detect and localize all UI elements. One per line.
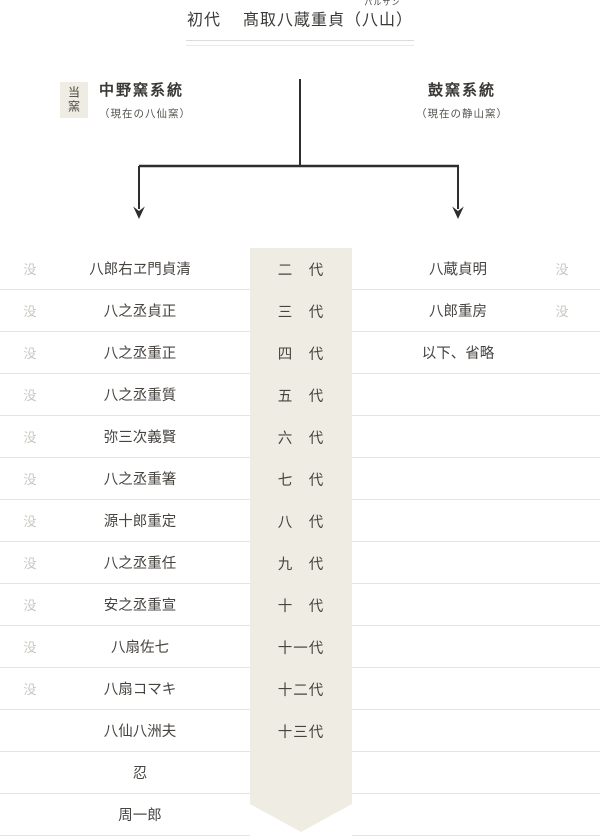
alias-furigana: パルサン — [364, 0, 401, 7]
table-row: 忍 — [0, 752, 600, 794]
table-row: 没 安之丞重宣 十 代 — [0, 584, 600, 626]
generation-label: 三 代 — [277, 304, 325, 321]
deceased-mark: 没 — [23, 598, 37, 613]
lineage-connector-lines — [133, 79, 464, 219]
current-kiln-badge: 当窯 — [60, 82, 88, 118]
left-name: 八之丞重正 — [103, 346, 177, 362]
branch-tsuzumi: 鼓窯系統 （現在の静山窯） — [402, 82, 522, 121]
title-generation-prefix: 初代 — [186, 12, 221, 29]
down-arrow-icon — [133, 206, 145, 219]
table-row: 没 八之丞重質 五 代 — [0, 374, 600, 416]
table-row: 没 弥三次義賢 六 代 — [0, 416, 600, 458]
table-row: 没 八郎右ヱ門貞清 二 代 八蔵貞明 没 — [0, 248, 600, 290]
branch-tsuzumi-subtitle: （現在の静山窯） — [416, 109, 508, 120]
page-title: 初代髙取八蔵重貞パルサン（八山） — [0, 0, 600, 30]
deceased-mark: 没 — [23, 472, 37, 487]
right-name: 八郎重房 — [429, 304, 487, 320]
left-name: 忍 — [132, 766, 148, 782]
branch-nakano-subtitle: （現在の八仙窯） — [99, 109, 191, 120]
deceased-mark: 没 — [23, 514, 37, 529]
generation-label: 九 代 — [277, 556, 325, 573]
generation-label: 七 代 — [277, 472, 325, 489]
table-row: 没 八之丞重正 四 代 以下、省略 — [0, 332, 600, 374]
left-name: 八之丞貞正 — [103, 304, 177, 320]
left-name: 周一郎 — [118, 808, 162, 824]
table-row: 周一郎 — [0, 794, 600, 836]
left-name: 八之丞重任 — [103, 556, 177, 572]
alias-paren-open: （ — [344, 12, 362, 29]
deceased-mark: 没 — [23, 262, 37, 277]
deceased-mark: 没 — [23, 640, 37, 655]
table-row: 没 八之丞貞正 三 代 八郎重房 没 — [0, 290, 600, 332]
table-row: 没 八扇佐七 十一代 — [0, 626, 600, 668]
generation-label — [250, 794, 352, 836]
deceased-mark: 没 — [23, 346, 37, 361]
down-arrow-icon — [452, 206, 464, 219]
left-name: 八之丞重箸 — [103, 472, 177, 488]
branch-nakano-title: 中野窯系統 — [99, 83, 185, 99]
table-row: 没 八扇コマキ 十二代 — [0, 668, 600, 710]
generation-label: 十二代 — [277, 682, 325, 699]
title-divider — [186, 40, 414, 46]
left-name: 弥三次義賢 — [103, 430, 177, 446]
alias-paren-close: ） — [396, 12, 414, 29]
table-row: 没 八之丞重任 九 代 — [0, 542, 600, 584]
right-name: 以下、省略 — [421, 346, 495, 362]
left-name: 安之丞重宣 — [103, 598, 177, 614]
generation-column-ribbon — [250, 248, 352, 832]
right-name: 八蔵貞明 — [429, 262, 487, 278]
deceased-mark: 没 — [23, 556, 37, 571]
generation-label: 八 代 — [277, 514, 325, 531]
alias-text: 八山 — [362, 12, 397, 29]
generation-label: 六 代 — [277, 430, 325, 447]
deceased-mark: 没 — [23, 682, 37, 697]
generation-label: 四 代 — [277, 346, 325, 363]
left-name: 八郎右ヱ門貞清 — [89, 262, 191, 278]
branch-nakano: 当窯 中野窯系統 （現在の八仙窯） — [60, 82, 191, 121]
generation-label: 十 代 — [277, 598, 325, 615]
left-name: 八仙八洲夫 — [103, 724, 177, 740]
generation-label: 十一代 — [277, 640, 325, 657]
founder-name: 髙取八蔵重貞 — [242, 12, 345, 29]
founder-alias: パルサン（八山） — [344, 0, 414, 30]
lineage-table: 没八郎右ヱ門貞清 二 代 八蔵貞明没 没八之丞貞正 三 代 八郎重房没 没八之丞… — [0, 248, 600, 836]
deceased-mark: 没 — [555, 304, 569, 319]
left-name: 八扇コマキ — [103, 682, 177, 698]
deceased-mark: 没 — [23, 304, 37, 319]
generation-label: 十三代 — [277, 724, 325, 741]
generation-label: 二 代 — [277, 262, 325, 279]
branch-tsuzumi-title: 鼓窯系統 — [427, 83, 496, 99]
left-name: 八扇佐七 — [111, 640, 169, 656]
deceased-mark: 没 — [23, 388, 37, 403]
deceased-mark: 没 — [555, 262, 569, 277]
table-row: 八仙八洲夫 十三代 — [0, 710, 600, 752]
left-name: 源十郎重定 — [103, 514, 177, 530]
generation-label: 五 代 — [277, 388, 325, 405]
deceased-mark: 没 — [23, 430, 37, 445]
table-row: 没 八之丞重箸 七 代 — [0, 458, 600, 500]
left-name: 八之丞重質 — [103, 388, 177, 404]
table-row: 没 源十郎重定 八 代 — [0, 500, 600, 542]
generation-label — [250, 752, 352, 794]
